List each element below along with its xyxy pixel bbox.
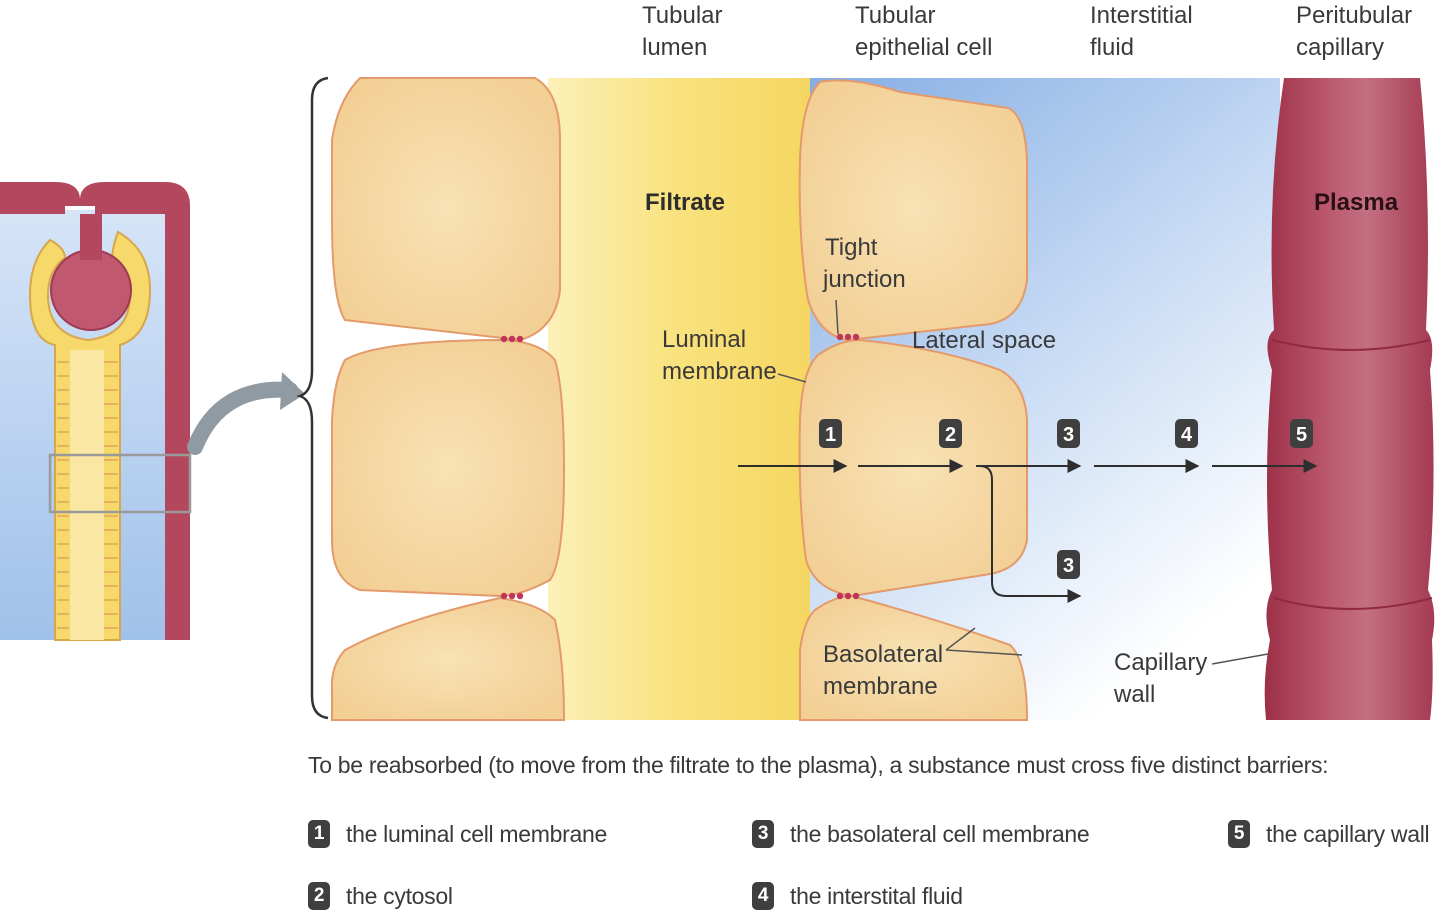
label-lateral-space: Lateral space xyxy=(912,327,1056,354)
legend-item-3: 3 the basolateral cell membrane xyxy=(752,820,1090,848)
step-badge-4: 4 xyxy=(1175,419,1198,448)
header-tubular-lumen: Tubular lumen xyxy=(642,2,729,61)
peritubular-capillary xyxy=(1264,78,1435,720)
nephron-overview xyxy=(0,182,305,641)
figure-labels: Filtrate Plasma Tight junction Lateral s… xyxy=(645,189,1399,708)
zoom-arrow xyxy=(187,381,298,455)
overview-capillary xyxy=(0,182,190,640)
svg-text:3: 3 xyxy=(1063,555,1074,577)
legend-text-3: the basolateral cell membrane xyxy=(790,820,1090,847)
column-headers: Tubular lumen Tubular epithelial cell In… xyxy=(642,2,1419,61)
label-filtrate: Filtrate xyxy=(645,189,725,216)
tight-junctions xyxy=(500,333,860,600)
tubular-lumen-area xyxy=(548,78,810,720)
cell-left-top xyxy=(331,77,561,342)
step-badge-2: 2 xyxy=(939,419,962,448)
step-badge-1: 1 xyxy=(819,419,842,448)
label-plasma: Plasma xyxy=(1314,189,1399,216)
label-basolateral-membrane: Basolateral membrane xyxy=(823,641,950,700)
capillary-cell-boundaries xyxy=(1271,339,1433,610)
overview-afferent xyxy=(80,214,102,260)
label-luminal-membrane: Luminal membrane xyxy=(662,326,777,385)
label-capillary-wall: Capillary wall xyxy=(1113,649,1214,708)
svg-text:4: 4 xyxy=(1181,424,1193,446)
svg-text:5: 5 xyxy=(1296,424,1307,446)
step-badge-3: 3 xyxy=(1057,419,1080,448)
transport-arrows xyxy=(738,459,1318,603)
legend-badge-5: 5 xyxy=(1228,820,1250,848)
legend-badge-4: 4 xyxy=(752,882,774,910)
step-badge-5: 5 xyxy=(1290,419,1313,448)
step-badges: 1 2 3 4 5 3 xyxy=(819,419,1313,579)
svg-text:3: 3 xyxy=(1063,424,1074,446)
arrow-step-3-lateral xyxy=(979,465,1082,603)
legend-item-4: 4 the interstital fluid xyxy=(752,882,963,910)
legend-badge-1: 1 xyxy=(308,820,330,848)
legend-text-5: the capillary wall xyxy=(1266,820,1430,847)
svg-text:1: 1 xyxy=(825,424,836,446)
cell-right-middle xyxy=(798,338,1028,598)
cell-right-top xyxy=(798,79,1028,342)
cell-left-middle xyxy=(331,338,566,598)
zoom-selection-box xyxy=(48,453,192,514)
legend-text-4: the interstital fluid xyxy=(790,882,963,909)
header-interstitial-fluid: Interstitial fluid xyxy=(1090,2,1199,61)
zoom-panel xyxy=(331,77,1435,721)
legend-badge-2: 2 xyxy=(308,882,330,910)
cell-left-bottom xyxy=(331,596,566,721)
label-tight-junction: Tight junction xyxy=(822,234,906,293)
figure-caption: To be reabsorbed (to move from the filtr… xyxy=(308,752,1329,778)
header-epithelial-cell: Tubular epithelial cell xyxy=(855,2,992,61)
zoom-brace xyxy=(296,76,329,720)
legend-text-2: the cytosol xyxy=(346,882,453,909)
legend-text-1: the luminal cell membrane xyxy=(346,820,607,847)
legend-item-5: 5 the capillary wall xyxy=(1228,820,1430,848)
leader-lines xyxy=(777,299,1269,665)
step-badge-3-lateral: 3 xyxy=(1057,550,1080,579)
overview-lumen xyxy=(70,350,104,640)
legend-item-2: 2 the cytosol xyxy=(308,882,453,910)
overview-glomerulus xyxy=(50,249,132,331)
legend-badge-3: 3 xyxy=(752,820,774,848)
header-peritubular-capillary: Peritubular capillary xyxy=(1296,2,1419,61)
svg-text:2: 2 xyxy=(945,424,956,446)
legend-item-1: 1 the luminal cell membrane xyxy=(308,820,607,848)
zoom-arrow-head xyxy=(280,372,305,410)
overview-cell-lines xyxy=(57,361,118,629)
